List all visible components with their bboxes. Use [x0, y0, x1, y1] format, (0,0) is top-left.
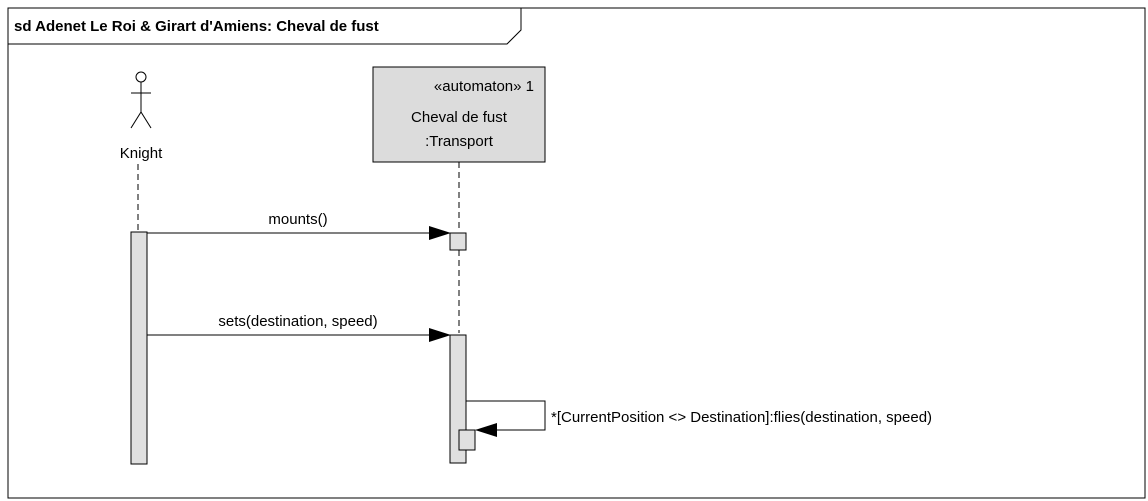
- lifeline-type: :Transport: [425, 133, 494, 150]
- object-activation-small: [449, 232, 467, 251]
- knight-actor-icon: [130, 71, 152, 129]
- actor-name: Knight: [120, 145, 163, 162]
- actor-activation-bar: [130, 231, 148, 465]
- message-flies-label: *[CurrentPosition <> Destination]:flies(…: [551, 409, 932, 426]
- message-flies-arrow: [466, 400, 546, 437]
- lifeline-stereotype: «automaton» 1: [434, 78, 534, 95]
- message-mounts-label: mounts(): [268, 211, 327, 228]
- frame-title-tab: [8, 8, 522, 45]
- lifeline-header-box: [372, 66, 546, 163]
- nested-activation-bar: [458, 429, 476, 451]
- message-sets-label: sets(destination, speed): [218, 313, 377, 330]
- lifeline-name: Cheval de fust: [411, 109, 508, 126]
- diagram-frame: [7, 7, 1146, 499]
- frame-title: sd Adenet Le Roi & Girart d'Amiens: Chev…: [14, 18, 379, 35]
